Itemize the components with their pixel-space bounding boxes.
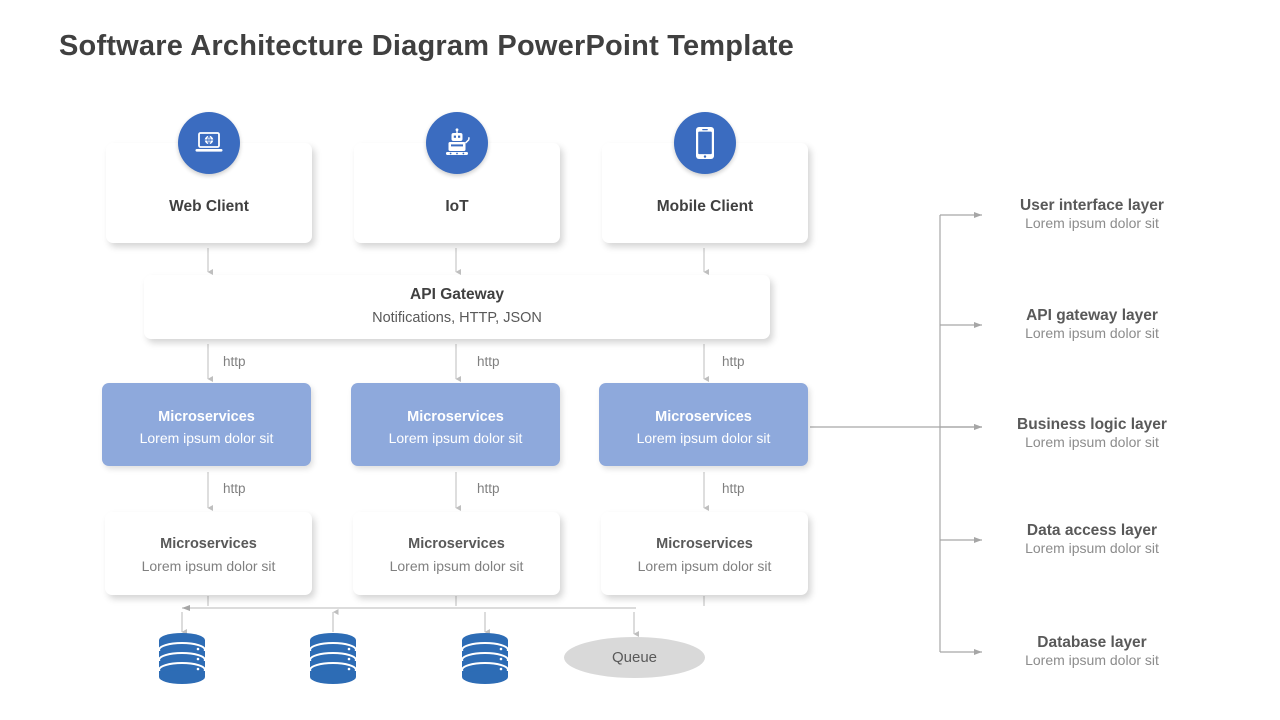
microservice-title: Microservices [158, 409, 255, 425]
database-cylinder[interactable] [458, 632, 512, 691]
page-title: Software Architecture Diagram PowerPoint… [59, 30, 794, 62]
microservice-title: Microservices [407, 409, 504, 425]
http-label: http [223, 481, 246, 496]
layer-subtitle: Lorem ipsum dolor sit [1025, 325, 1159, 341]
layer-subtitle: Lorem ipsum dolor sit [1025, 652, 1159, 668]
microservice-card-secondary[interactable]: Microservices Lorem ipsum dolor sit [601, 512, 808, 595]
microservice-title: Microservices [655, 409, 752, 425]
microservice-title: Microservices [160, 536, 257, 552]
microservice-subtitle: Lorem ipsum dolor sit [637, 558, 772, 574]
microservice-subtitle: Lorem ipsum dolor sit [636, 430, 771, 446]
layer-subtitle: Lorem ipsum dolor sit [1025, 215, 1159, 231]
api-gateway-title: API Gateway [410, 286, 504, 303]
microservice-card-secondary[interactable]: Microservices Lorem ipsum dolor sit [105, 512, 312, 595]
layer-business-logic[interactable]: Business logic layer Lorem ipsum dolor s… [952, 416, 1232, 450]
http-label: http [477, 354, 500, 369]
client-card-mobile[interactable]: Mobile Client [602, 112, 808, 243]
layer-title: Data access layer [1026, 522, 1158, 539]
http-label: http [722, 354, 745, 369]
queue-node[interactable]: Queue [564, 637, 705, 678]
layer-title: User interface layer [1020, 197, 1164, 214]
smartphone-icon [674, 112, 736, 174]
robot-icon [426, 112, 488, 174]
database-cylinder[interactable] [155, 632, 209, 691]
layer-title: Database layer [1037, 634, 1147, 651]
layer-user-interface[interactable]: User interface layer Lorem ipsum dolor s… [952, 197, 1232, 231]
api-gateway-subtitle: Notifications, HTTP, JSON [372, 310, 542, 326]
microservice-card-primary[interactable]: Microservices Lorem ipsum dolor sit [599, 383, 808, 466]
queue-label: Queue [611, 649, 658, 666]
microservice-title: Microservices [408, 536, 505, 552]
database-cylinder[interactable] [306, 632, 360, 691]
microservice-card-secondary[interactable]: Microservices Lorem ipsum dolor sit [353, 512, 560, 595]
microservice-card-primary[interactable]: Microservices Lorem ipsum dolor sit [102, 383, 311, 466]
microservice-subtitle: Lorem ipsum dolor sit [388, 430, 523, 446]
client-label: Mobile Client [656, 198, 754, 215]
microservice-subtitle: Lorem ipsum dolor sit [389, 558, 524, 574]
layer-title: Business logic layer [1017, 416, 1167, 433]
layer-subtitle: Lorem ipsum dolor sit [1025, 540, 1159, 556]
http-label: http [722, 481, 745, 496]
microservice-card-primary[interactable]: Microservices Lorem ipsum dolor sit [351, 383, 560, 466]
layer-database[interactable]: Database layer Lorem ipsum dolor sit [952, 634, 1232, 668]
layer-subtitle: Lorem ipsum dolor sit [1025, 434, 1159, 450]
api-gateway-card[interactable]: API Gateway Notifications, HTTP, JSON [144, 275, 770, 339]
microservice-subtitle: Lorem ipsum dolor sit [139, 430, 274, 446]
client-label: IoT [445, 198, 469, 215]
layer-data-access[interactable]: Data access layer Lorem ipsum dolor sit [952, 522, 1232, 556]
client-label: Web Client [169, 198, 249, 215]
layer-api-gateway[interactable]: API gateway layer Lorem ipsum dolor sit [952, 307, 1232, 341]
microservice-subtitle: Lorem ipsum dolor sit [141, 558, 276, 574]
client-card-iot[interactable]: IoT [354, 112, 560, 243]
client-card-web[interactable]: Web Client [106, 112, 312, 243]
layer-title: API gateway layer [1026, 307, 1158, 324]
microservice-title: Microservices [656, 536, 753, 552]
http-label: http [223, 354, 246, 369]
http-label: http [477, 481, 500, 496]
laptop-icon [178, 112, 240, 174]
